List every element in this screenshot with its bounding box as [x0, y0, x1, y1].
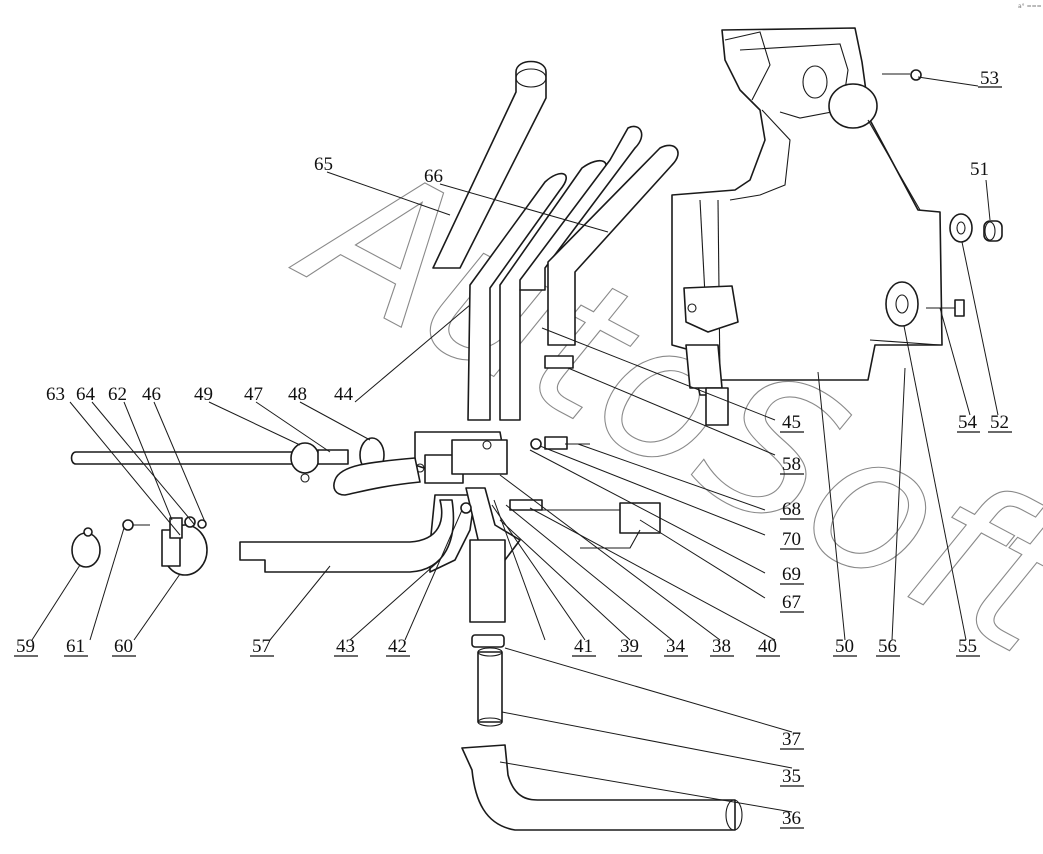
label-35: 35: [782, 766, 801, 787]
seal-part-55: [885, 281, 919, 327]
label-69: 69: [782, 564, 801, 585]
nut-part-51: [983, 220, 1003, 242]
clamp-part-59: [71, 527, 101, 568]
label-44: 44: [334, 384, 354, 405]
label-34: 34: [666, 636, 686, 657]
hose-part-57: [239, 499, 455, 573]
pipe-part-65: [432, 60, 547, 269]
rod-part-46: [70, 451, 301, 465]
part-number-labels: 53 51 54 52 45 58 68 70 69 67 55 56 50 4…: [14, 68, 1012, 829]
hose-part-44: [333, 457, 421, 496]
label-61: 61: [66, 636, 85, 657]
label-37: 37: [782, 729, 801, 750]
clamp-part-37: [471, 634, 505, 648]
label-38: 38: [712, 636, 731, 657]
label-43: 43: [336, 636, 355, 657]
label-62: 62: [108, 384, 127, 405]
label-58: 58: [782, 454, 801, 475]
bolt-part-61: [122, 519, 150, 531]
label-50: 50: [835, 636, 854, 657]
label-63: 63: [46, 384, 65, 405]
bolt-part-53: [882, 69, 922, 81]
label-66: 66: [424, 166, 443, 187]
label-56: 56: [878, 636, 897, 657]
label-59: 59: [16, 636, 35, 657]
clamp-part-49: [290, 442, 320, 483]
label-40: 40: [758, 636, 777, 657]
label-36: 36: [782, 808, 801, 829]
washer-part-52: [949, 213, 973, 243]
pipe-bundle-part-66: [467, 125, 679, 421]
label-49: 49: [194, 384, 213, 405]
label-51: 51: [970, 159, 989, 180]
housing-part-50: [671, 27, 943, 426]
label-42: 42: [388, 636, 407, 657]
pipe-elbow-part-36: [461, 744, 743, 831]
label-65: 65: [314, 154, 333, 175]
bracket-part-62: [169, 516, 207, 539]
hose-clamp-part-60: [161, 524, 208, 576]
label-41: 41: [574, 636, 593, 657]
leader-lines: [31, 76, 999, 813]
corner-mark: a° ===: [1018, 3, 1042, 10]
label-68: 68: [782, 499, 801, 520]
label-54: 54: [958, 412, 978, 433]
label-39: 39: [620, 636, 639, 657]
watermark-text: AutoSoft: [267, 112, 1043, 700]
label-53: 53: [980, 68, 999, 89]
label-46: 46: [142, 384, 161, 405]
label-47: 47: [244, 384, 263, 405]
label-55: 55: [958, 636, 977, 657]
label-64: 64: [76, 384, 96, 405]
label-45: 45: [782, 412, 801, 433]
pipe-part-35: [477, 647, 503, 727]
label-70: 70: [782, 529, 801, 550]
label-48: 48: [288, 384, 307, 405]
label-60: 60: [114, 636, 133, 657]
clamp-part-47: [317, 449, 349, 465]
label-57: 57: [252, 636, 271, 657]
label-52: 52: [990, 412, 1009, 433]
label-67: 67: [782, 592, 801, 613]
